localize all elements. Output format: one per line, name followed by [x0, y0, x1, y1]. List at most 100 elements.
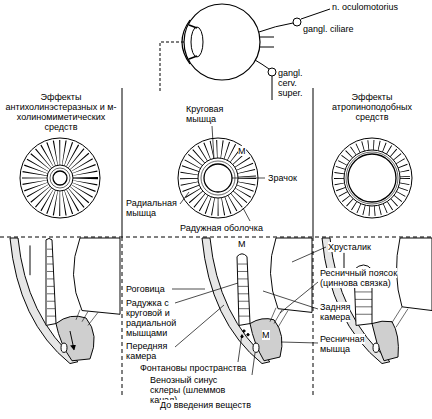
- part-label: Передняя камера: [126, 341, 186, 361]
- divider-line: [122, 88, 313, 237]
- part-label: Ресничный поясок (циннова связка): [320, 268, 397, 288]
- nerve-line: [301, 9, 330, 19]
- venous-sinus: [61, 343, 67, 352]
- eyeball-figure: [160, 4, 330, 100]
- part-label: Роговица: [126, 284, 165, 294]
- circular-muscle: [201, 161, 235, 195]
- iris-hatch: [238, 264, 250, 316]
- leader-lines: [172, 126, 326, 375]
- part-label: Круговая мышца: [186, 104, 242, 124]
- radial-muscle: [339, 145, 405, 211]
- part-label: Круговая мышца: [186, 104, 223, 124]
- circular-muscle: [344, 150, 400, 206]
- panel-heading: Эффекты атропиноподобных средств: [315, 92, 429, 122]
- ganglion-symbol: [268, 68, 276, 76]
- ganglion-symbol: [293, 18, 301, 26]
- leader-line: [263, 291, 318, 309]
- ganglion-label: gangl. ciliare: [303, 24, 354, 34]
- circular-muscle: [50, 168, 70, 188]
- muscle-mark: M: [262, 330, 270, 340]
- part-label: Ресничная мышца: [320, 334, 375, 354]
- nerve-line: [272, 76, 273, 100]
- zonule-fibers: [76, 310, 98, 326]
- part-label: Фонтановы пространства: [140, 363, 246, 373]
- radial-muscle: [35, 153, 86, 204]
- circular-muscle: [346, 152, 398, 204]
- iris-line: [189, 25, 197, 59]
- part-label: Радужная оболочка: [180, 223, 263, 233]
- pupil: [348, 154, 396, 202]
- part-label: Радужка с круговой и радиальной мышцами: [126, 298, 188, 338]
- ganglion-label: gangl. cerv. super.: [278, 68, 303, 98]
- pupil: [53, 171, 67, 185]
- leader-line: [280, 282, 318, 313]
- part-label: Радужная оболочка: [180, 223, 263, 233]
- figure-caption: До введения веществ: [160, 400, 251, 410]
- muscle-mark: M: [238, 239, 246, 249]
- leader-line: [281, 342, 318, 343]
- divider-dashed: [0, 237, 432, 398]
- venous-sinus: [373, 343, 379, 352]
- muscle-mark: M: [238, 239, 246, 249]
- leader-line: [238, 334, 242, 362]
- nerve-label: n. oculomotorius: [332, 2, 398, 12]
- zoom-frame: [160, 42, 184, 92]
- part-label: Задняя камера: [320, 302, 350, 322]
- venous-sinus: [253, 343, 259, 352]
- leader-line: [172, 289, 205, 290]
- nerve-line: [255, 60, 269, 69]
- leader-line: [175, 305, 224, 347]
- iris-section: [237, 254, 250, 326]
- effect-arrow: [30, 245, 74, 349]
- part-label: Задняя камера: [320, 302, 370, 322]
- leader-line: [292, 247, 326, 262]
- section-miosis: [10, 238, 120, 364]
- iris-front-mydriasis: [332, 138, 412, 218]
- muscle-mark: M: [238, 146, 246, 156]
- lens-section: [396, 238, 432, 311]
- part-label: Ресничная мышца: [320, 334, 365, 354]
- ciliary-body: [372, 321, 398, 361]
- lens-shape: [191, 27, 203, 57]
- fontana-space: [247, 334, 249, 336]
- iris-outline: [332, 138, 412, 218]
- zonule-fibers: [270, 308, 288, 328]
- zonule-fibers: [392, 307, 408, 327]
- part-label: Радужка с круговой и радиальной мышцами: [126, 298, 176, 338]
- iris-outline: [20, 138, 100, 218]
- part-label: Зрачок: [268, 173, 297, 183]
- optic-nerve: [259, 37, 274, 47]
- circular-muscle: [47, 165, 73, 191]
- part-label: Хрусталик: [328, 242, 371, 252]
- muscle-mark: M: [262, 330, 270, 340]
- iris-front-miosis: [20, 138, 100, 218]
- part-label: Радиальная мышца: [126, 198, 182, 218]
- leader-line: [175, 283, 238, 303]
- lens-section: [73, 238, 120, 314]
- leader-line: [232, 178, 265, 179]
- leader-line: [252, 353, 255, 375]
- part-label: Хрусталик: [328, 242, 371, 252]
- ciliary-body: [56, 316, 94, 361]
- part-label: Зрачок: [268, 173, 297, 183]
- lens-section: [270, 238, 312, 312]
- part-label: Передняя камера: [126, 341, 167, 361]
- figure-caption: До введения веществ: [160, 400, 251, 410]
- panel-heading: Эффекты атропиноподобных средств: [332, 92, 412, 122]
- panel-dividers: [0, 88, 432, 398]
- fontana-space: [243, 330, 245, 332]
- pupil: [204, 164, 232, 192]
- part-label: Фонтановы пространства: [140, 363, 246, 373]
- leader-line: [180, 192, 189, 204]
- part-label: Роговица: [126, 284, 165, 294]
- leader-line: [212, 126, 214, 159]
- leader-line: [243, 208, 250, 221]
- part-label: Ресничный поясок (циннова связка): [320, 268, 400, 288]
- sclera-outline: [184, 4, 260, 80]
- iris-hatch: [47, 249, 56, 316]
- panel-heading: Эффекты антихолинэстеразных и м-холиноми…: [6, 92, 117, 132]
- nerve-label: n. oculomotorius: [332, 2, 398, 12]
